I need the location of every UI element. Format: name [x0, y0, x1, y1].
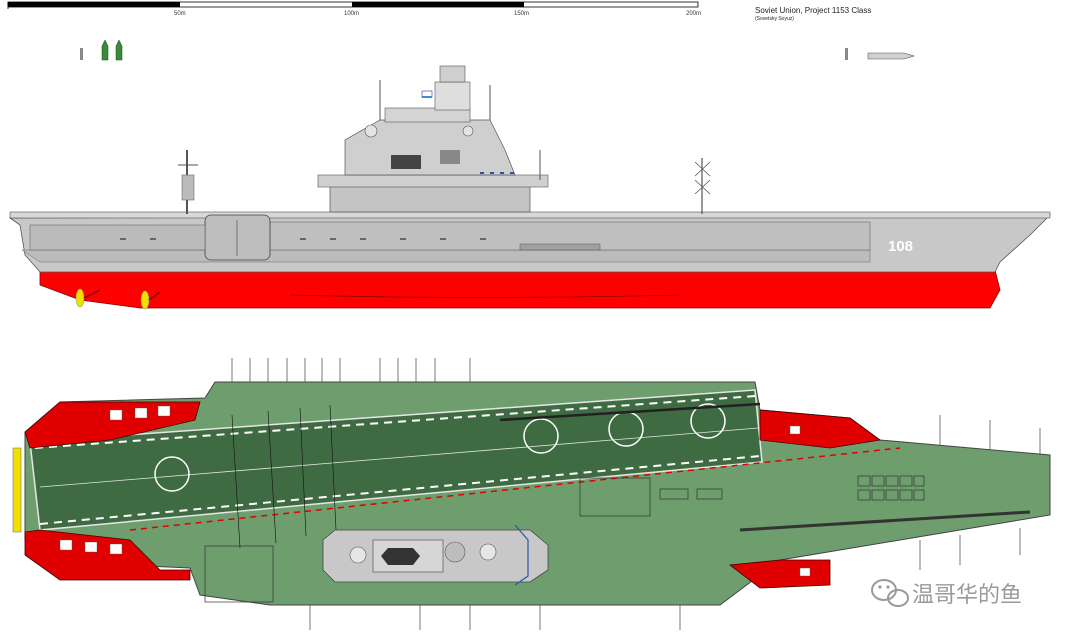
vls-cells [857, 475, 925, 501]
landing-spot [690, 403, 726, 439]
scale-bar: 50m 100m 150m 200m [7, 1, 701, 17]
scale-label-100: 100m [344, 11, 359, 17]
hull-number: 108 [888, 238, 913, 255]
scale-label-200: 200m [686, 11, 701, 17]
weapons-legend-right [845, 48, 916, 60]
bow-sponson [728, 559, 831, 589]
scale-label-50: 50m [174, 11, 186, 17]
landing-spot [523, 418, 559, 454]
drawing-title: Soviet Union, Project 1153 Class [755, 6, 871, 15]
wechat-icon [871, 579, 909, 607]
landing-spot [154, 456, 190, 492]
hull-underwater [39, 269, 1001, 309]
forward-mast [178, 150, 198, 214]
watermark-text: 温哥华的鱼 [912, 583, 1022, 608]
side-profile: 108 [8, 65, 1051, 310]
stern-sponson [24, 401, 201, 449]
plan-view [12, 358, 1051, 630]
scale-label-150: 150m [514, 11, 529, 17]
aft-radar-mast [694, 158, 711, 214]
watermark: 温哥华的鱼 [871, 579, 1022, 608]
flight-deck [29, 389, 763, 531]
propeller-icon [75, 288, 161, 310]
island-top-view [322, 524, 549, 586]
bow-sponson [759, 409, 882, 449]
weapons-legend-left [80, 39, 123, 61]
island-superstructure [317, 65, 549, 213]
drawing-subtitle: (Sovetsky Soyuz) [755, 16, 794, 22]
